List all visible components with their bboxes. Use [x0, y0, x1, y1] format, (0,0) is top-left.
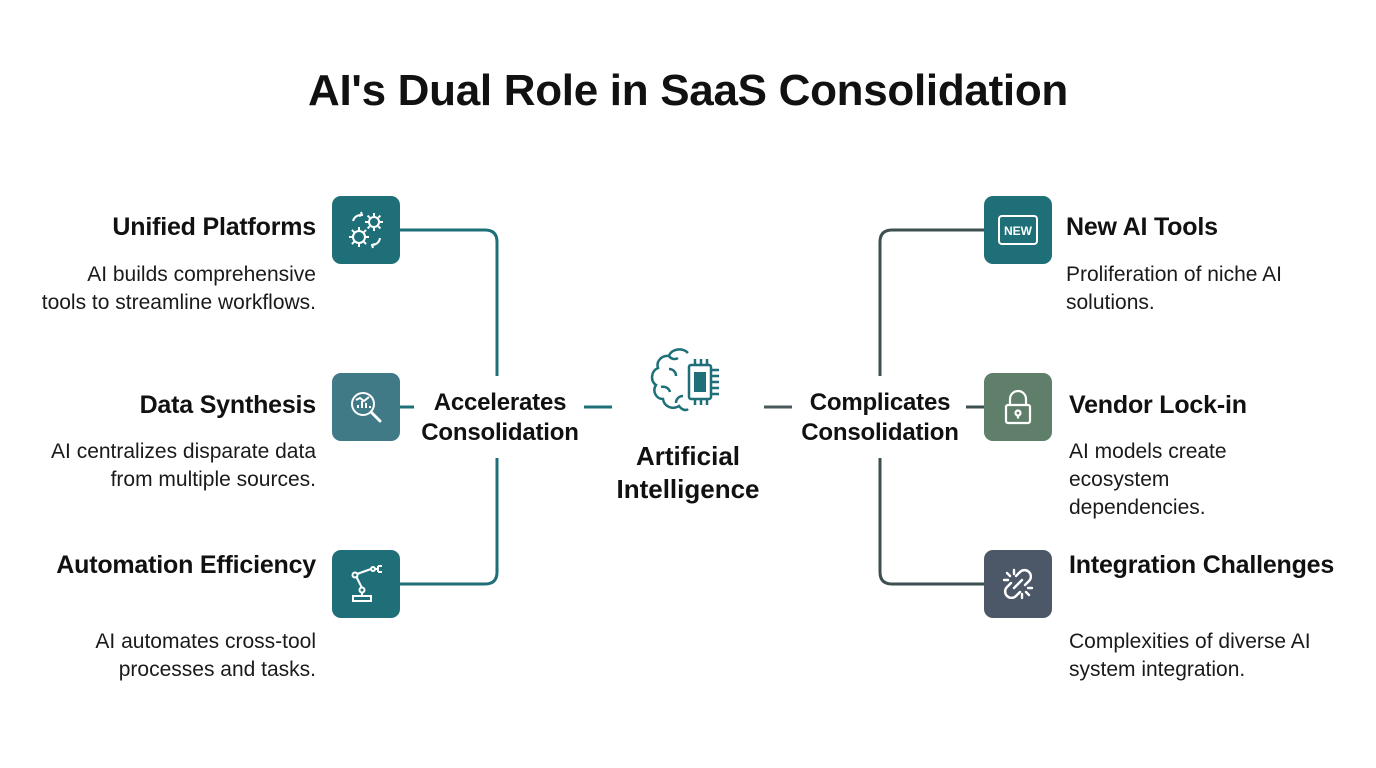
data-synthesis-desc: AI centralizes disparate data from multi…	[51, 440, 316, 491]
automation-efficiency-tile	[332, 550, 400, 618]
robotic-arm-icon	[351, 565, 382, 602]
page-title: AI's Dual Role in SaaS Consolidation	[308, 66, 1068, 115]
new-badge-icon: NEW	[998, 215, 1038, 245]
data-synthesis-title: Data Synthesis	[139, 391, 317, 419]
connector-new-ai-tools	[878, 228, 984, 376]
new-ai-tools-tile: NEW	[984, 196, 1052, 264]
new-badge-text: NEW	[1004, 224, 1033, 238]
vendor-lock-in-desc: AI models create ecosystem dependencies.	[1069, 440, 1227, 519]
brain-chip-icon	[650, 348, 719, 412]
new-ai-tools-title: New AI Tools	[1066, 213, 1218, 241]
connector-unified-platforms	[400, 228, 499, 376]
padlock-icon	[1004, 389, 1032, 425]
integration-challenges-title: Integration Challenges	[1069, 551, 1335, 579]
accelerates-consolidation-label: Accelerates Consolidation	[421, 389, 579, 446]
artificial-intelligence-label: Artificial Intelligence	[616, 441, 760, 504]
unified-platforms-title: Unified Platforms	[112, 213, 316, 241]
data-magnifier-icon	[351, 392, 382, 423]
complicates-consolidation-label: Complicates Consolidation	[801, 389, 959, 446]
connector-integration-challenges	[878, 458, 984, 586]
integration-challenges-desc: Complexities of diverse AI system integr…	[1069, 630, 1311, 681]
unified-platforms-tile	[332, 196, 400, 264]
connector-automation-efficiency	[400, 458, 499, 586]
gears-icon	[349, 211, 383, 249]
new-ai-tools-desc: Proliferation of niche AI solutions.	[1066, 263, 1282, 314]
vendor-lock-in-title: Vendor Lock-in	[1069, 391, 1247, 419]
integration-challenges-tile	[984, 550, 1052, 618]
data-synthesis-tile	[332, 373, 400, 441]
automation-efficiency-title: Automation Efficiency	[56, 551, 316, 579]
vendor-lock-in-tile	[984, 373, 1052, 441]
automation-efficiency-desc: AI automates cross-tool processes and ta…	[95, 630, 316, 681]
broken-link-icon	[1002, 568, 1034, 600]
unified-platforms-desc: AI builds comprehensive tools to streaml…	[41, 263, 316, 314]
